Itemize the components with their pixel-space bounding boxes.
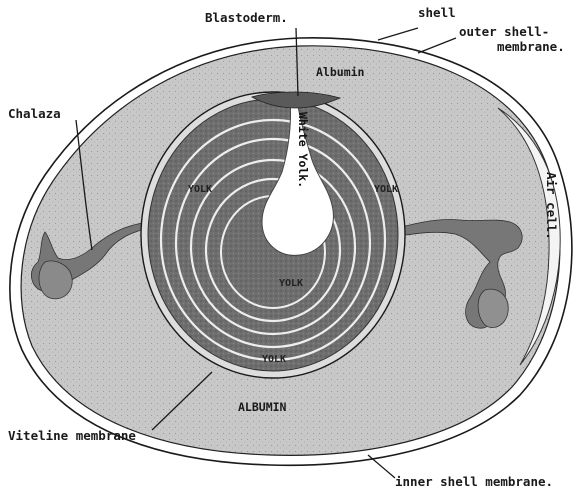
label-yolk-center: YOLK: [279, 278, 303, 289]
label-viteline-membrane: Viteline membrane: [8, 428, 136, 443]
label-albumin-lower: ALBUMIN: [238, 400, 287, 414]
leader-outer-shell-membrane: [418, 38, 456, 53]
label-blastoderm: Blastoderm.: [205, 10, 288, 25]
leader-shell: [378, 28, 418, 40]
label-outer-shell-membrane-line1: outer shell-: [459, 24, 549, 39]
label-outer-shell-membrane-line2: membrane.: [497, 39, 565, 54]
label-yolk-bottom: YOLK: [262, 354, 286, 365]
chalaza-right-knot: [478, 289, 508, 327]
label-yolk-right: YOLK: [374, 184, 398, 195]
label-white-yolk: White Yolk.: [296, 112, 310, 188]
label-shell: shell: [418, 5, 456, 20]
leader-inner-shell-membrane: [368, 455, 395, 478]
label-albumin-upper: Albumin: [316, 65, 365, 79]
label-inner-shell-membrane: inner shell membrane.: [395, 474, 553, 489]
label-air-cell: Air cell.: [544, 172, 559, 240]
label-yolk-left: YOLK: [188, 184, 212, 195]
label-chalaza: Chalaza: [8, 106, 61, 121]
